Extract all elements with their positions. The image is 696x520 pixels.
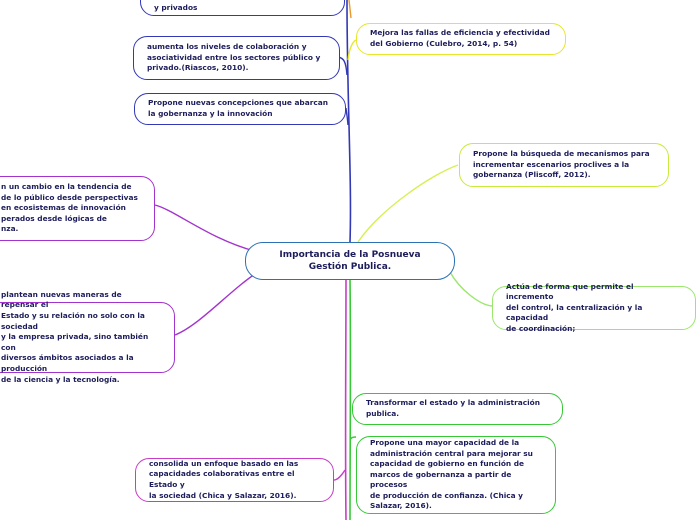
node-label: Propone la búsqueda de mecanismos para i… — [473, 149, 650, 180]
node-label: Propone nuevas concepciones que abarcan … — [148, 98, 328, 118]
node-enfoque-colaborativo[interactable]: consolida un enfoque basado en las capac… — [135, 458, 334, 502]
node-cambio-tendencia[interactable]: n un cambio en la tendencia de de lo púb… — [0, 176, 155, 241]
node-label: Mejora las fallas de eficiencia y efecti… — [370, 28, 550, 48]
node-nuevas-concepciones[interactable]: Propone nuevas concepciones que abarcan … — [134, 93, 346, 125]
central-topic-label: Importancia de la Posnueva Gestión Publi… — [279, 250, 421, 272]
node-mayor-capacidad[interactable]: Propone una mayor capacidad de la admini… — [356, 436, 556, 514]
connector-lightgreen-actua — [449, 271, 493, 307]
node-label: n un cambio en la tendencia de de lo púb… — [1, 182, 138, 234]
node-label: y privados — [154, 2, 198, 12]
node-actua-forma[interactable]: Actúa de forma que permite el incremento… — [492, 282, 696, 333]
connector-yg-busqueda — [357, 164, 459, 243]
node-label: Propone una mayor capacidad de la admini… — [370, 437, 533, 511]
node-label: Transformar el estado y la administració… — [366, 398, 540, 418]
connector-magenta-enfoque — [333, 469, 346, 481]
node-label: plantean nuevas maneras de repensar el E… — [1, 289, 149, 384]
node-top-cut[interactable]: y privados — [140, 0, 345, 16]
connector-blue-trunk — [346, 0, 352, 243]
node-label: aumenta los niveles de colaboración y as… — [147, 42, 321, 73]
connector-orange-top — [348, 0, 352, 19]
connector-yellow-mejora — [347, 39, 357, 61]
node-label: Actúa de forma que permite el incremento… — [506, 281, 643, 333]
central-topic[interactable]: Importancia de la Posnueva Gestión Publi… — [245, 242, 455, 280]
node-busqueda-mecanismos[interactable]: Propone la búsqueda de mecanismos para i… — [459, 143, 669, 187]
node-nuevas-maneras[interactable]: plantean nuevas maneras de repensar el E… — [0, 290, 175, 384]
node-label: consolida un enfoque basado en las capac… — [149, 458, 299, 500]
connector-purple-cambio — [154, 204, 259, 253]
connector-green-mayor — [349, 436, 357, 441]
node-mejora-fallas[interactable]: Mejora las fallas de eficiencia y efecti… — [356, 23, 566, 55]
connector-purple-maneras — [174, 271, 259, 336]
connector-blue-concepciones — [345, 107, 349, 126]
node-colaboracion[interactable]: aumenta los niveles de colaboración y as… — [133, 36, 340, 80]
node-transformar-estado[interactable]: Transformar el estado y la administració… — [352, 393, 563, 425]
